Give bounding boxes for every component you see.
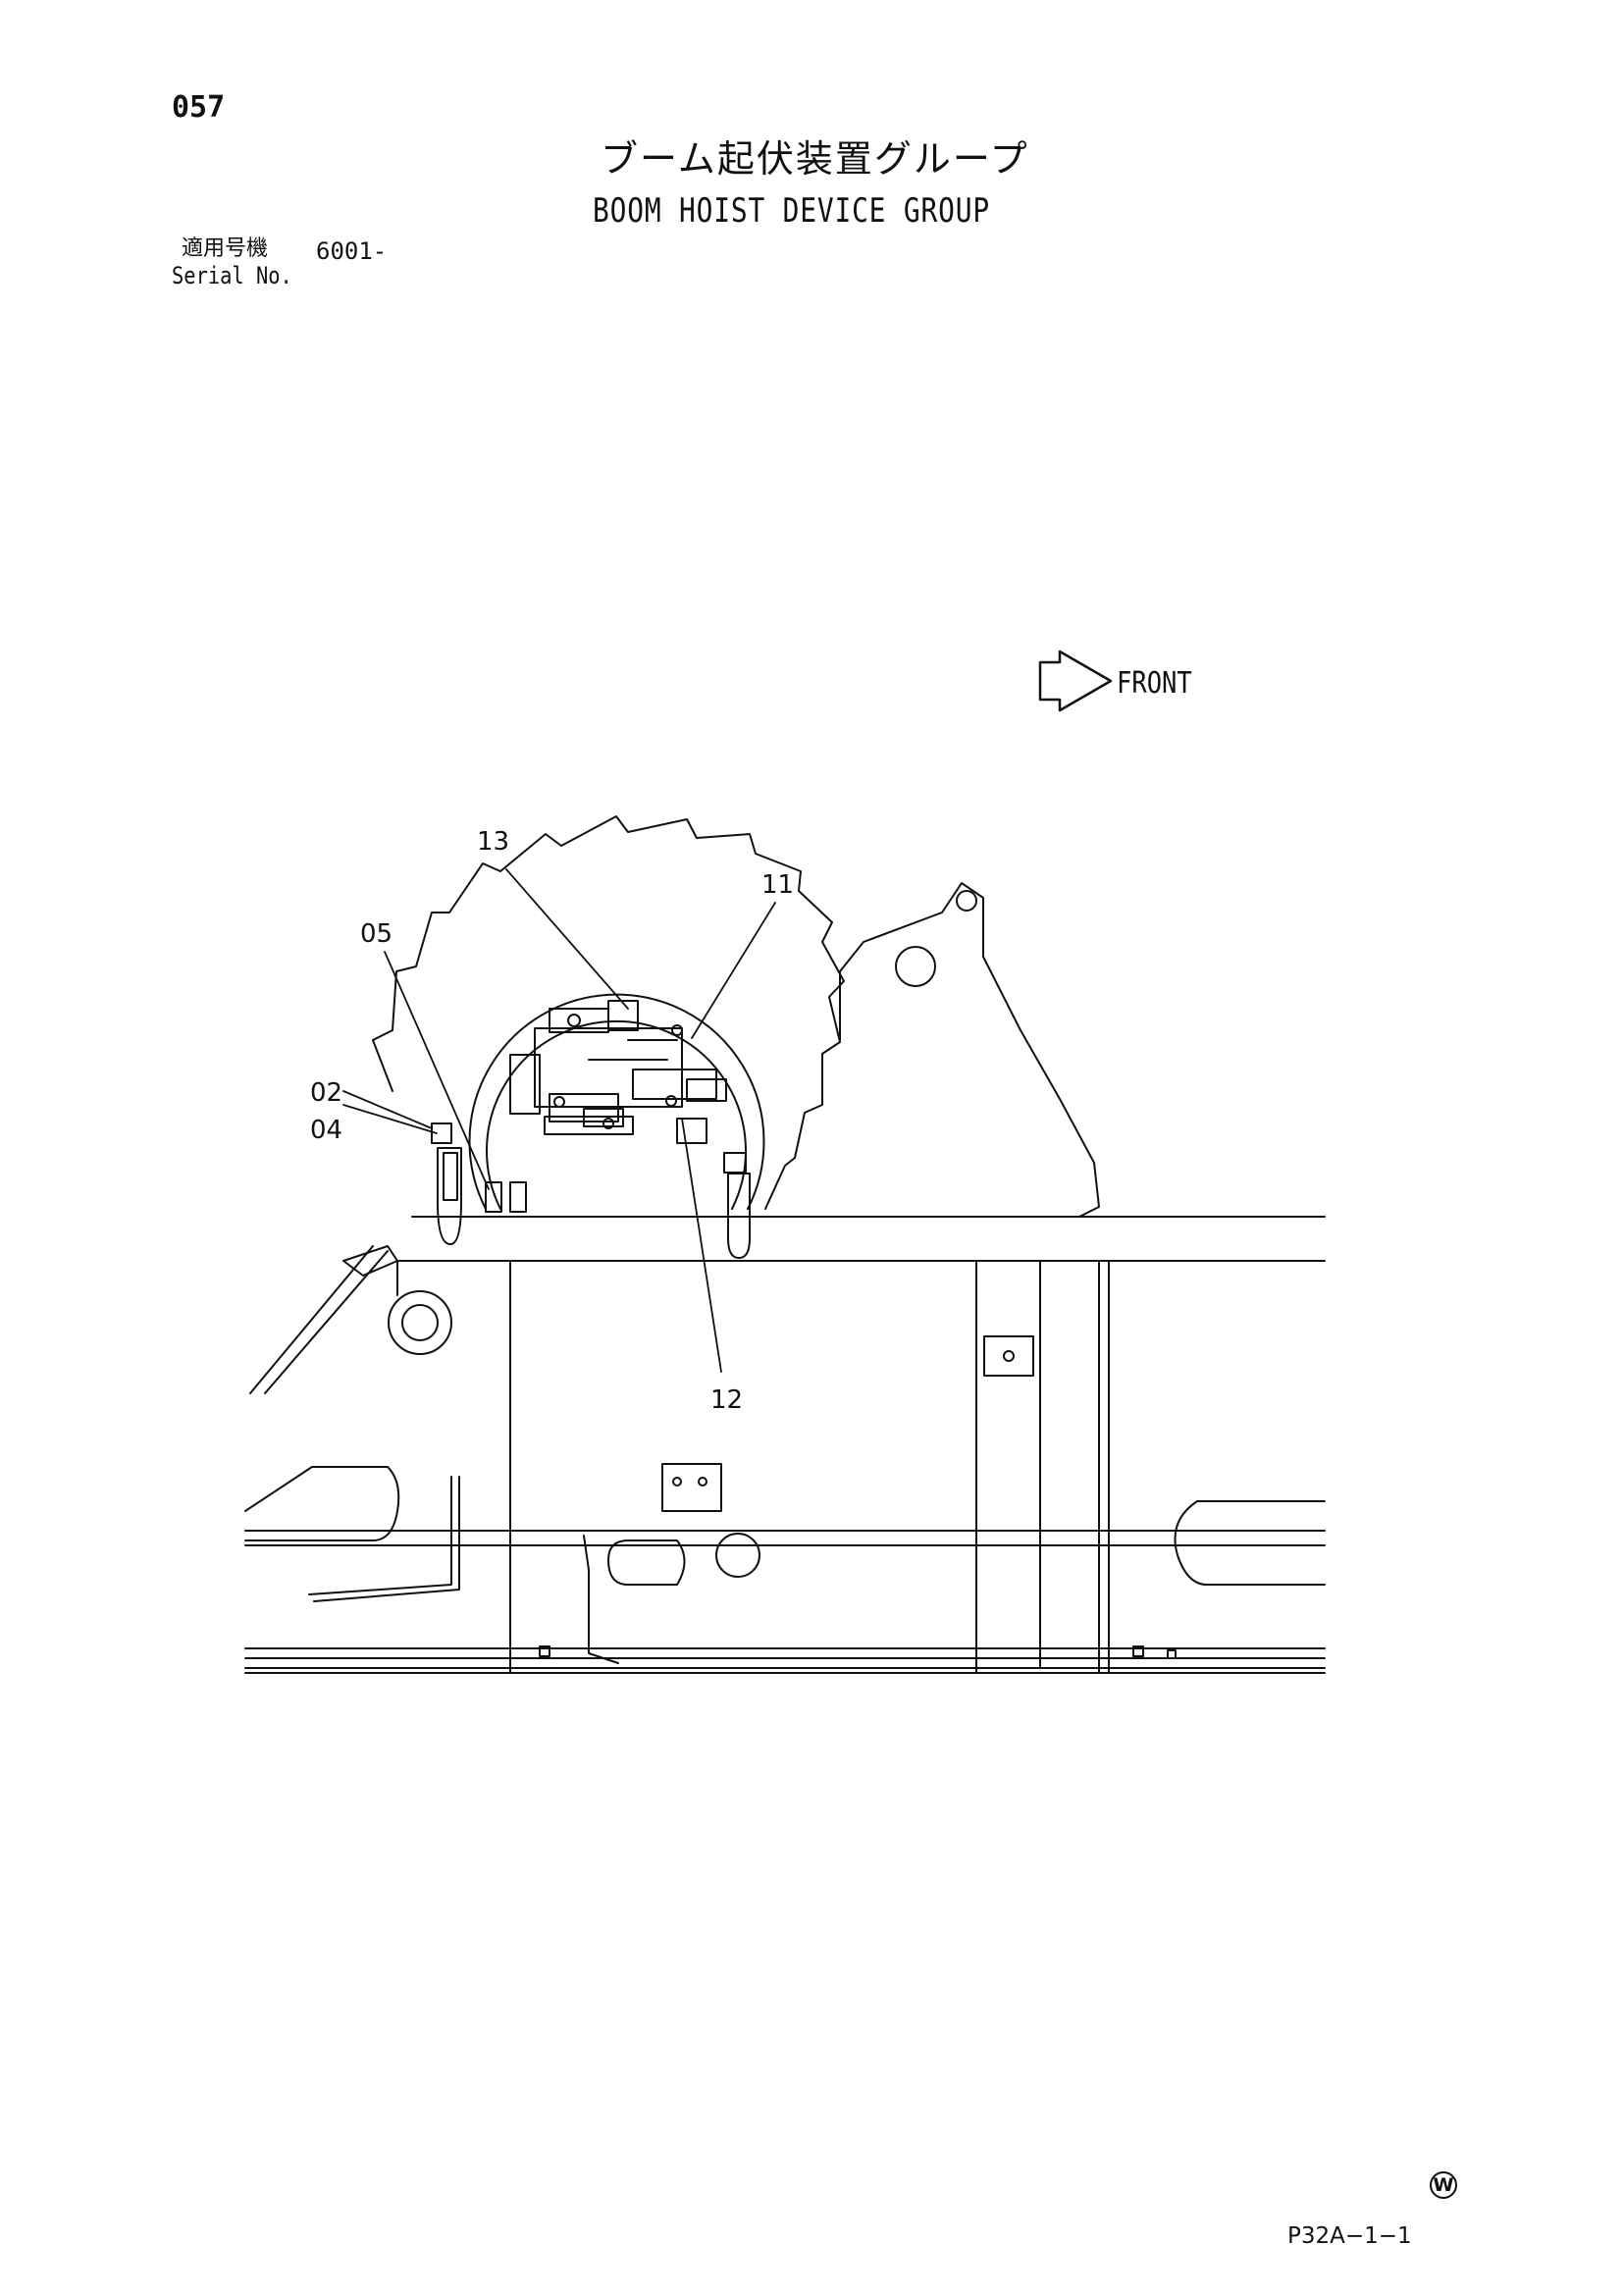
hydraulic-motor [509, 1000, 727, 1135]
mounting-bolts [431, 1118, 751, 1259]
callout-02: 02 [310, 1078, 342, 1108]
callout-12: 12 [710, 1385, 743, 1415]
page-code: P32A−1−1 [1287, 2223, 1412, 2249]
page-title-japanese: ブーム起伏装置グループ [601, 137, 1029, 181]
page-number: 057 [172, 90, 226, 125]
callout-05: 05 [360, 919, 393, 949]
callout-13: 13 [477, 827, 509, 857]
w-circle-mark: W [1430, 2171, 1457, 2199]
callout-04: 04 [310, 1116, 342, 1145]
serial-label-english: Serial No. [172, 262, 292, 289]
callout-leaders [342, 868, 776, 1373]
machine-frame [244, 1216, 1326, 1674]
serial-number-value: 6001- [316, 237, 388, 265]
callout-11: 11 [761, 870, 794, 900]
side-bracket [804, 882, 1100, 1218]
front-direction-label: FRONT [1117, 666, 1192, 701]
serial-label-japanese: 適用号機 [182, 236, 269, 261]
front-arrow-icon [1038, 650, 1113, 712]
page-title-english: BOOM HOIST DEVICE GROUP [593, 191, 990, 231]
